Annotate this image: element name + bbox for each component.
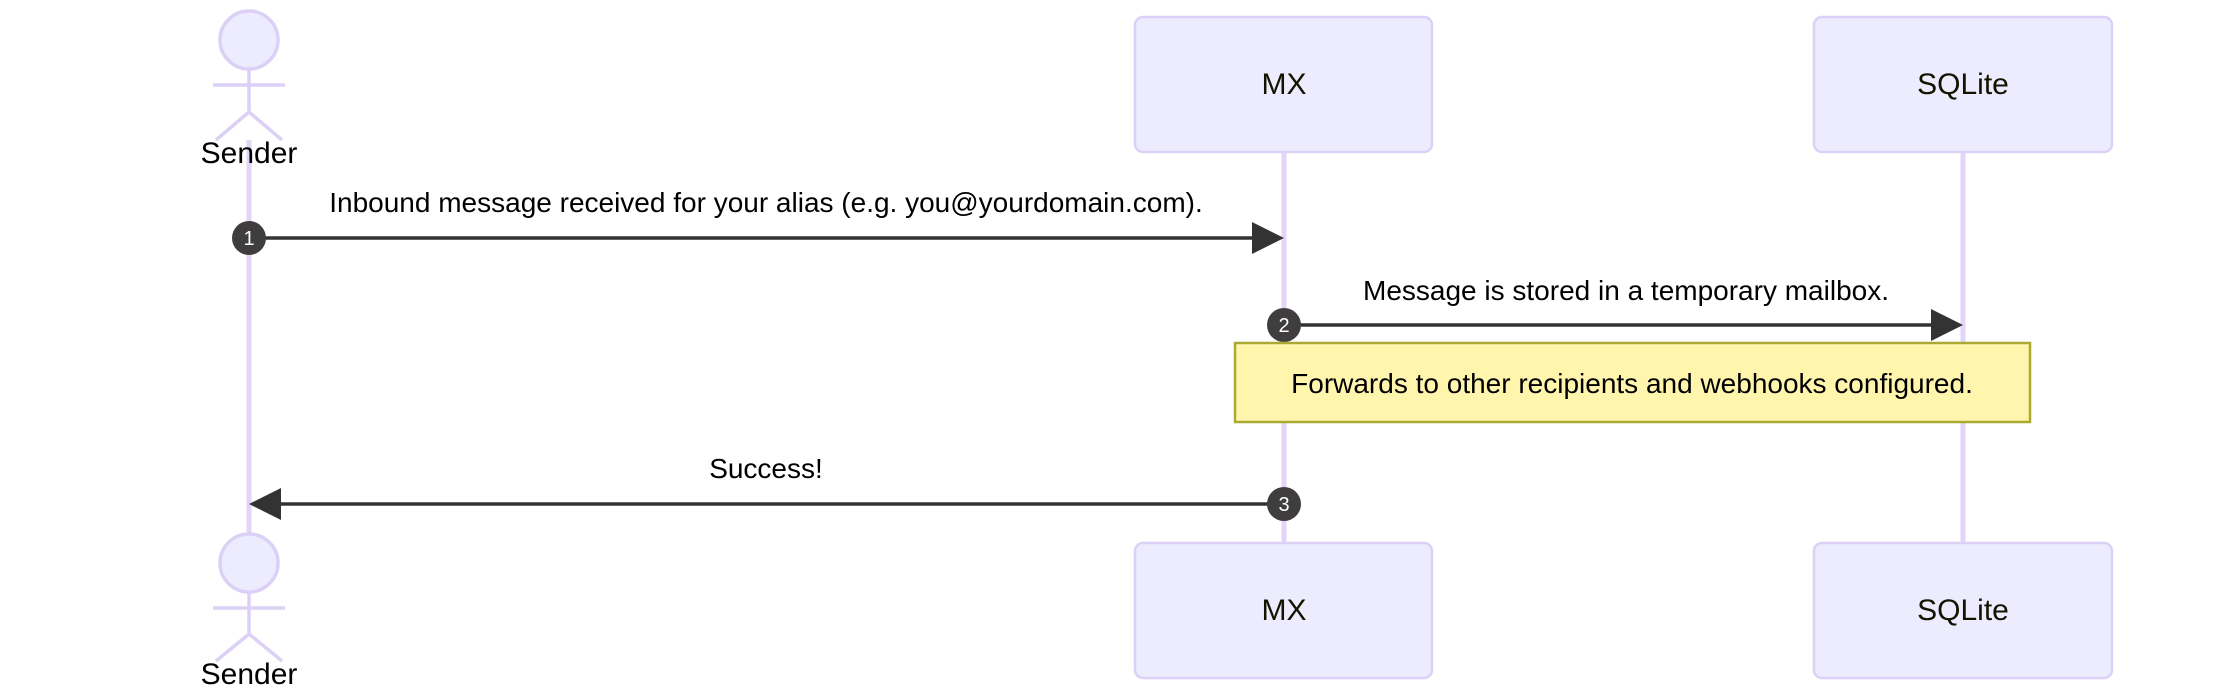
sequence-badge-2-label: 2	[1278, 315, 1289, 337]
participant-label-sender-bottom: Sender	[201, 658, 298, 691]
actor-leg-left-icon	[214, 110, 251, 142]
sequence-badge-1	[232, 221, 266, 255]
participant-mx-bottom[interactable]: MX	[1133, 541, 1434, 680]
participant-sqlite-bottom[interactable]: SQLite	[1812, 541, 2114, 680]
participant-label-mx-top: MX	[1262, 68, 1307, 101]
note-box[interactable]	[1233, 341, 2032, 424]
actor-leg-right-icon	[247, 632, 284, 663]
sequence-badge-1-label: 1	[243, 228, 254, 250]
message-1-label: Inbound message received for your alias …	[329, 187, 1203, 218]
participant-box-sqlite-top[interactable]	[1812, 15, 2114, 154]
sequence-badge-2	[1267, 308, 1301, 342]
participant-label-sender-top: Sender	[201, 137, 298, 170]
participant-label-sqlite-bottom: SQLite	[1917, 594, 2009, 627]
participant-sqlite-top[interactable]: SQLite	[1812, 15, 2114, 154]
message-3-label: Success!	[709, 453, 823, 484]
note-forwards[interactable]: Forwards to other recipients and webhook…	[1233, 341, 2032, 424]
message-2-label: Message is stored in a temporary mailbox…	[1363, 275, 1889, 306]
message-2-arrowhead-icon	[1931, 309, 1963, 341]
participant-mx-top[interactable]: MX	[1133, 15, 1434, 154]
message-1[interactable]: Inbound message received for your alias …	[232, 187, 1284, 255]
actor-head-icon	[218, 9, 280, 71]
participant-box-mx-top[interactable]	[1133, 15, 1434, 154]
sequence-badge-3-label: 3	[1278, 494, 1289, 516]
participant-label-mx-bottom: MX	[1262, 594, 1307, 627]
message-1-arrowhead-icon	[1252, 222, 1284, 254]
message-3[interactable]: Success! 3	[249, 453, 1301, 521]
actor-leg-left-icon	[214, 632, 251, 663]
participant-label-sqlite-top: SQLite	[1917, 68, 2009, 101]
actor-leg-right-icon	[247, 110, 284, 142]
participant-sender-top[interactable]: Sender	[201, 9, 298, 170]
participant-box-mx-bottom[interactable]	[1133, 541, 1434, 680]
actor-head-icon	[218, 532, 280, 594]
message-3-arrowhead-icon	[249, 488, 281, 520]
note-text: Forwards to other recipients and webhook…	[1291, 368, 1973, 399]
message-2[interactable]: Message is stored in a temporary mailbox…	[1267, 275, 1963, 342]
sequence-badge-3	[1267, 487, 1301, 521]
participant-box-sqlite-bottom[interactable]	[1812, 541, 2114, 680]
participant-sender-bottom[interactable]: Sender	[201, 532, 298, 691]
